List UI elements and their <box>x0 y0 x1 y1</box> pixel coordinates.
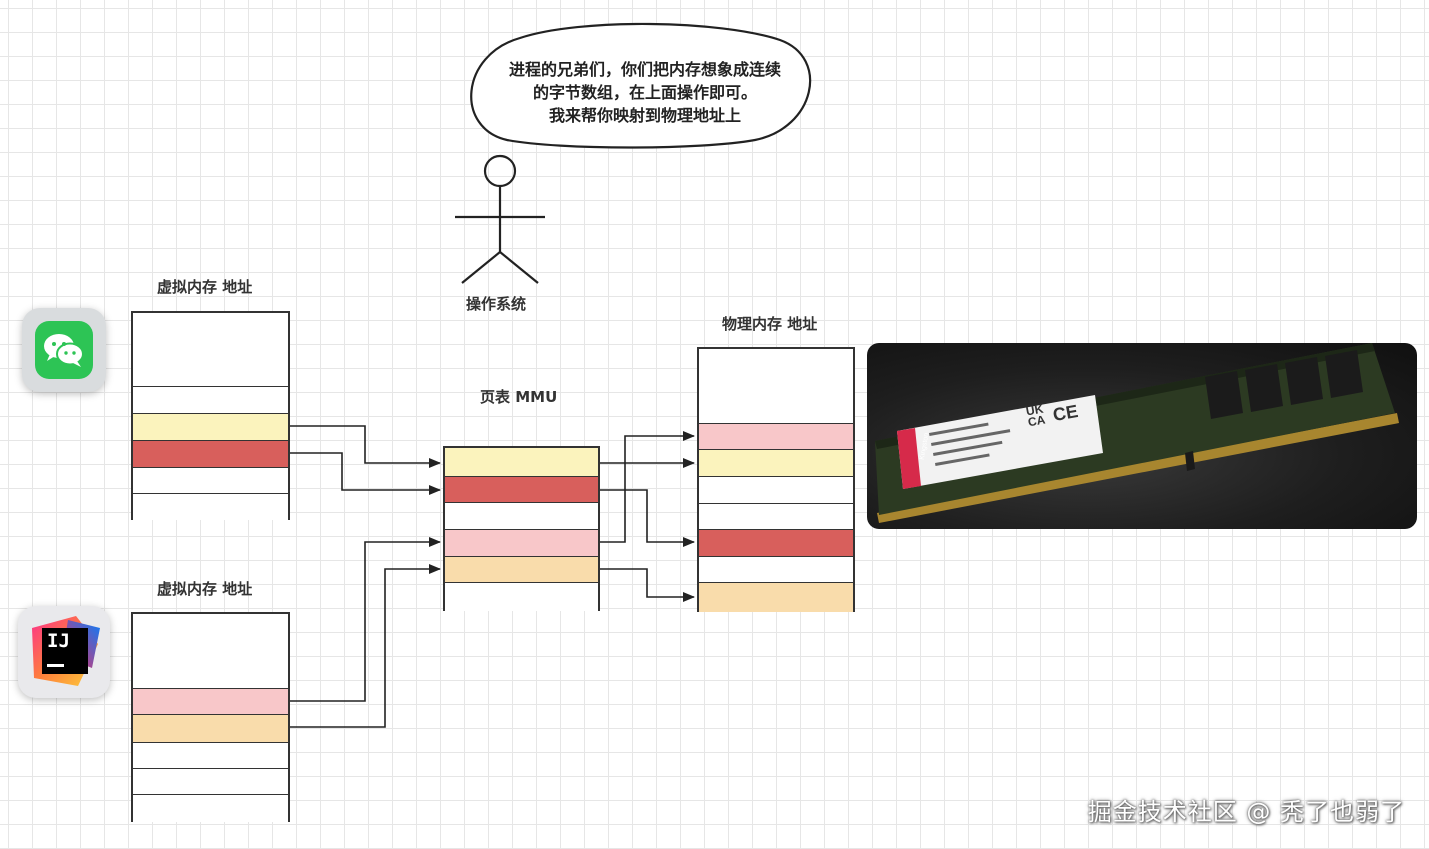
intellij-text: IJ <box>47 630 70 652</box>
vtop-cell-1 <box>133 313 288 387</box>
pt-cell-red <box>445 477 598 503</box>
phys-cell-7 <box>699 557 853 583</box>
speech-line-1: 进程的兄弟们，你们把内存想象成连续 <box>508 60 781 79</box>
phys-cell-red <box>699 530 853 557</box>
pt-cell-last <box>445 583 598 611</box>
arrow-pt-red-to-phys <box>599 489 695 547</box>
ram-mark-ca: CA <box>1026 412 1047 430</box>
ram-photo: Kingston UK CA CE <box>867 343 1417 529</box>
arrow-pt-pink-to-phys <box>599 431 695 543</box>
speech-line-2: 的字节数组，在上面操作即可。 <box>532 83 757 102</box>
vbot-cell-4 <box>133 743 288 769</box>
vtop-cell-2 <box>133 387 288 414</box>
arrow-vtop-yellow-to-pt <box>289 425 441 468</box>
phys-cell-yellow <box>699 450 853 477</box>
vbot-cell-6 <box>133 795 288 822</box>
vtop-cell-5 <box>133 468 288 494</box>
vtop-cell-red <box>133 441 288 468</box>
virtual-memory-bottom-block <box>131 612 290 822</box>
intellij-idea-icon <box>32 616 100 686</box>
phys-cell-4 <box>699 477 853 504</box>
phys-cell-1 <box>699 349 853 424</box>
intellij-app-icon: IJ <box>18 606 110 698</box>
os-label: 操作系统 <box>466 295 527 313</box>
arrow-vbot-orange-to-pt <box>289 564 441 728</box>
physical-memory-block <box>697 347 855 612</box>
vbot-cell-orange <box>133 715 288 743</box>
arrow-pt-orange-to-phys <box>599 568 695 602</box>
pt-cell-pink <box>445 530 598 557</box>
speech-bubble <box>470 22 812 149</box>
vtop-cell-yellow <box>133 414 288 441</box>
page-table-title: 页表 MMU <box>480 388 558 406</box>
os-stick-figure <box>455 154 545 284</box>
virtual-memory-top-title: 虚拟内存 地址 <box>157 278 253 296</box>
virtual-memory-top-block <box>131 311 290 520</box>
vtop-cell-6 <box>133 494 288 520</box>
arrow-vbot-pink-to-pt <box>289 537 441 702</box>
virtual-memory-bottom-title: 虚拟内存 地址 <box>157 580 253 598</box>
wechat-icon <box>35 321 93 379</box>
pt-cell-orange <box>445 557 598 583</box>
page-table-block <box>443 446 600 611</box>
speech-line-3: 我来帮你映射到物理地址上 <box>548 106 741 125</box>
wechat-app-icon <box>22 308 106 392</box>
pt-cell-white <box>445 503 598 530</box>
vbot-cell-5 <box>133 769 288 795</box>
vbot-cell-1 <box>133 614 288 689</box>
vbot-cell-pink <box>133 689 288 715</box>
phys-cell-pink <box>699 424 853 450</box>
watermark: 掘金技术社区 @ 秃了也弱了 <box>1087 798 1405 826</box>
ram-ce-mark: CE <box>1051 400 1080 426</box>
arrow-vtop-red-to-pt <box>289 452 441 495</box>
speech-bubble-text: 进程的兄弟们，你们把内存想象成连续 的字节数组，在上面操作即可。 我来帮你映射到… <box>480 58 810 127</box>
phys-cell-5 <box>699 504 853 530</box>
ram-ukca-mark: UK CA <box>1025 402 1047 430</box>
pt-cell-yellow <box>445 448 598 477</box>
phys-cell-orange <box>699 583 853 612</box>
physical-memory-title: 物理内存 地址 <box>722 315 818 333</box>
